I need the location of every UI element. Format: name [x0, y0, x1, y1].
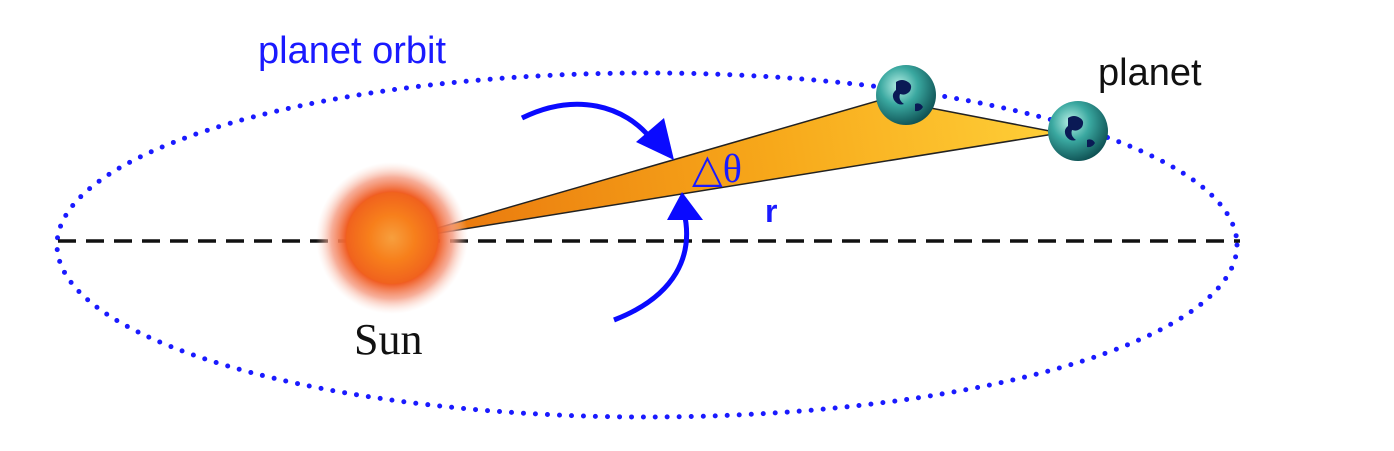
angle-arrowhead-lower — [667, 192, 703, 220]
orbit-label: planet orbit — [258, 30, 446, 72]
earth-globe-icon — [1048, 101, 1108, 161]
angle-arrow-upper — [520, 101, 654, 142]
angle-arrowhead-upper — [636, 118, 674, 160]
sun-icon — [316, 162, 468, 314]
radius-label: r — [765, 193, 777, 229]
delta-theta-label: △θ — [692, 146, 742, 191]
planet-label: planet — [1098, 52, 1202, 94]
planet-orbit-path — [54, 70, 1240, 420]
sun-label: Sun — [354, 315, 422, 364]
swept-area-wedge — [395, 98, 1061, 241]
angle-arrow-lower — [613, 211, 690, 323]
earth-globe-icon — [876, 65, 936, 125]
